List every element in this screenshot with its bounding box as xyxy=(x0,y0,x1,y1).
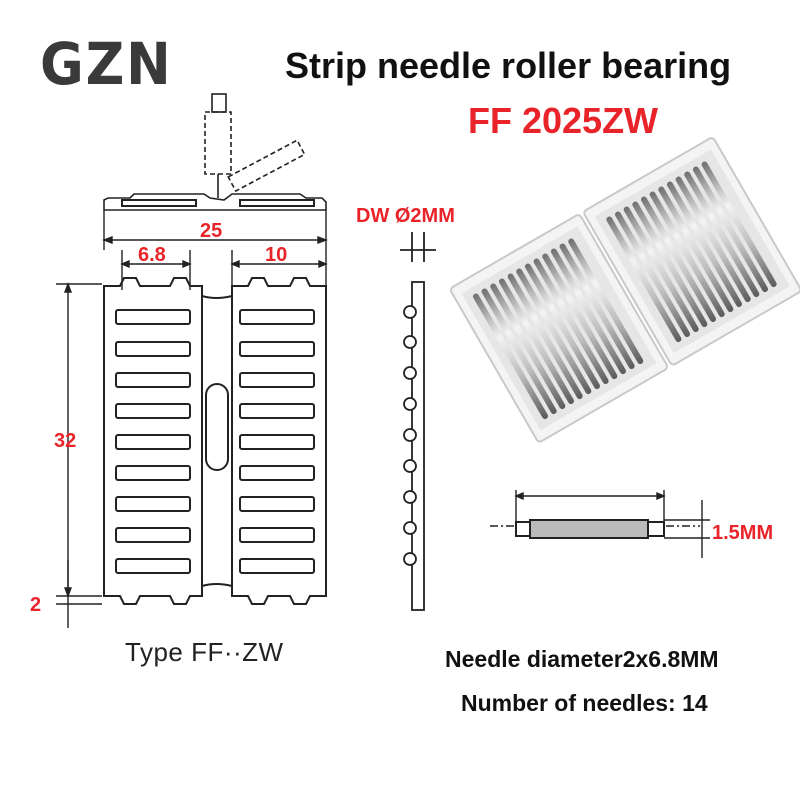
dimension-lines xyxy=(56,210,328,628)
side-view xyxy=(400,232,436,611)
brand-logo: GZN xyxy=(40,30,173,98)
drawing-caption: Type FF··ZW xyxy=(125,637,284,667)
section-dim-label: 1.5MM xyxy=(712,522,774,544)
spec-needle-count: Number of needles: 14 xyxy=(461,690,708,716)
spec-needle-diameter: Needle diameter2x6.8MM xyxy=(445,646,719,672)
dim-segment-left-label: 6.8 xyxy=(138,244,166,266)
side-view-dim-label: DW Ø2MM xyxy=(356,205,455,227)
dim-segment-right-label: 10 xyxy=(265,244,288,266)
page-title: Strip needle roller bearing xyxy=(285,45,732,86)
model-number: FF 2025ZW xyxy=(468,100,659,141)
needle-pockets xyxy=(115,309,315,574)
dim-width-label: 25 xyxy=(200,220,223,242)
section-view xyxy=(490,490,710,558)
dim-height-label: 32 xyxy=(54,430,77,452)
dim-offset-label: 2 xyxy=(30,594,42,616)
top-section-view xyxy=(103,93,327,211)
product-photo xyxy=(449,137,800,443)
